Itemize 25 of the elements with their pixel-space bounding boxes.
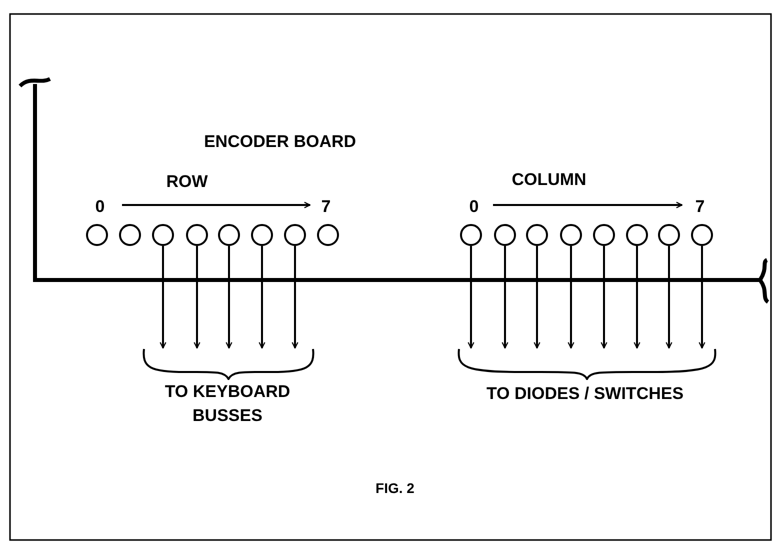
arrow (534, 246, 540, 349)
arrow (226, 246, 232, 349)
arrow (194, 246, 200, 349)
arrow (600, 246, 608, 349)
label-text: 7 (694, 196, 706, 218)
arrow (666, 246, 672, 349)
figure-caption: FIG. 2 (374, 479, 416, 498)
label-text: TO KEYBOARD BUSSES (164, 381, 292, 427)
curly-brace (142, 348, 315, 380)
label-text: 0 (94, 196, 106, 218)
label-text: ROW (165, 171, 209, 193)
arrow (502, 246, 508, 349)
label-text: 0 (468, 196, 480, 218)
label-text: TO DIODES / SWITCHES (485, 383, 685, 405)
arrow (160, 246, 166, 349)
arrow (468, 246, 474, 349)
arrow (698, 246, 706, 349)
label-text: 7 (320, 196, 332, 218)
arrow (568, 246, 574, 349)
label-text: ENCODER BOARD (202, 131, 358, 153)
label-text: COLUMN (510, 169, 588, 191)
curly-brace (457, 348, 717, 380)
arrow (634, 246, 640, 349)
arrow (292, 246, 298, 349)
arrow (258, 246, 266, 349)
